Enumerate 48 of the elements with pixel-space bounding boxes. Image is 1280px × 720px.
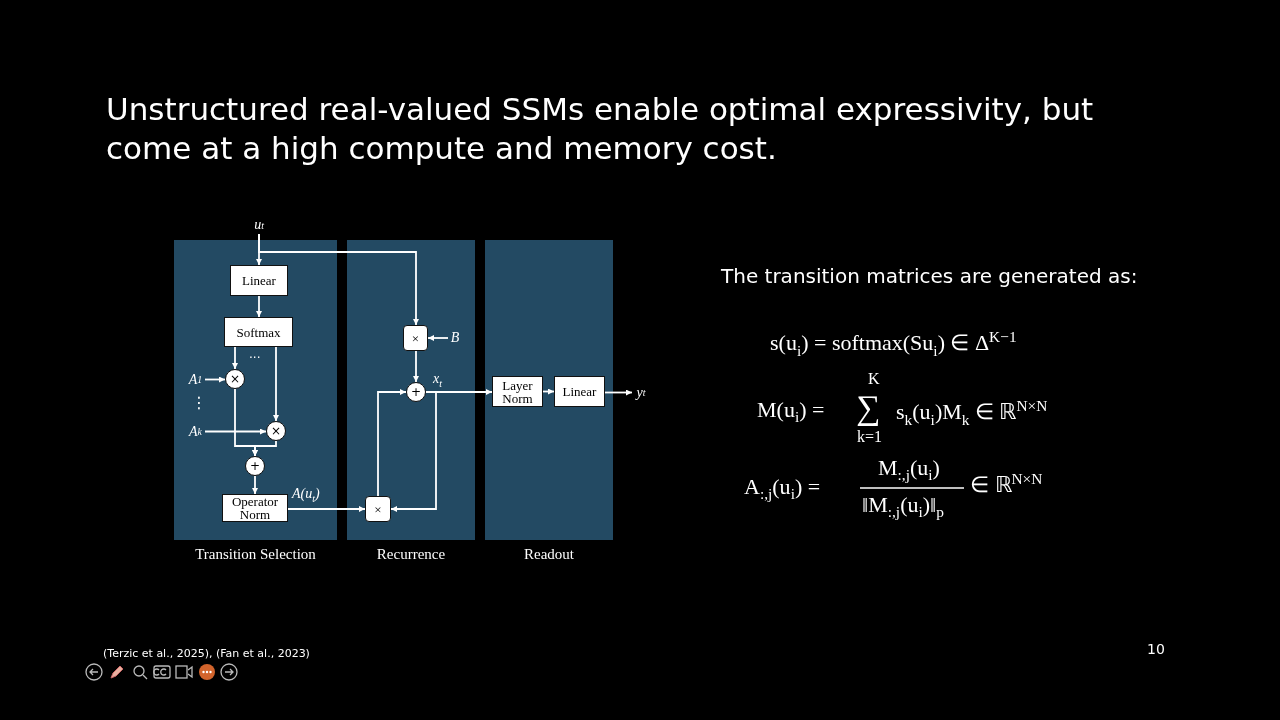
equation: ∈ ℝ$^{N×N}$ bbox=[970, 470, 1043, 498]
operator-circle: × bbox=[266, 421, 286, 441]
edge-label: A(u$_{t}$) bbox=[292, 486, 320, 504]
equation: M(u$_{i}$) = bbox=[757, 397, 825, 427]
intro-text: The transition matrices are generated as: bbox=[721, 265, 1138, 288]
equation: A$_{:,j}$(u$_{i}$) = bbox=[744, 474, 821, 504]
slide-title: Unstructured real-valued SSMs enable optimal expressivity, but come at a high compute and memory cost. bbox=[106, 90, 1095, 168]
arrow bbox=[390, 391, 437, 512]
operator-circle: + bbox=[406, 382, 426, 402]
page-number: 10 bbox=[1147, 641, 1165, 658]
variable-label: B bbox=[448, 331, 462, 345]
operator-circle: + bbox=[245, 456, 265, 476]
panel-heading: Transition Selection bbox=[194, 546, 317, 563]
sum-limit: k=1 bbox=[857, 428, 883, 447]
arrow bbox=[252, 475, 258, 495]
edge-label: x$_{t}$ bbox=[433, 371, 442, 389]
process-box: Softmax bbox=[224, 317, 293, 347]
multiply-box: × bbox=[403, 325, 428, 351]
arrow bbox=[427, 335, 449, 341]
arrow bbox=[273, 346, 279, 422]
arrow bbox=[256, 295, 262, 318]
arrow bbox=[204, 376, 226, 383]
panel-heading: Recurrence bbox=[375, 546, 447, 563]
process-box: Layer Norm bbox=[492, 376, 543, 407]
process-box: Operator Norm bbox=[222, 494, 288, 522]
arrow bbox=[413, 350, 419, 383]
arrow bbox=[604, 389, 633, 396]
operator-circle: × bbox=[225, 369, 245, 389]
arrow bbox=[204, 428, 267, 435]
vertical-ellipsis: ⋮ bbox=[191, 394, 207, 413]
arrow bbox=[232, 346, 238, 370]
sum-symbol: ∑ bbox=[856, 388, 881, 428]
fraction-numerator: M$_{:,j}$(u$_{i}$) bbox=[878, 455, 940, 485]
fraction-denominator: ‖M$_{:,j}$(u$_{i}$)‖$_{p}$ bbox=[862, 492, 944, 522]
arrow bbox=[258, 233, 419, 326]
equation: s(u$_{i}$) = softmax(Su$_{i}$) ∈ Δ$^{K−1}$ bbox=[770, 328, 1017, 360]
arrow bbox=[377, 389, 407, 497]
panel-heading: Readout bbox=[523, 546, 575, 563]
ellipsis: ··· bbox=[249, 352, 261, 366]
arrow bbox=[542, 388, 555, 395]
citation: (Terzic et al., 2025), (Fan et al., 2023) bbox=[103, 648, 310, 661]
process-box: Linear bbox=[554, 376, 605, 407]
arrow bbox=[287, 506, 366, 512]
process-box: Linear bbox=[230, 265, 288, 296]
sum-limit: K bbox=[868, 370, 880, 389]
arrow bbox=[252, 440, 277, 457]
multiply-box: × bbox=[365, 496, 391, 522]
equation: s$_{k}$(u$_{i}$)M$_{k}$ ∈ ℝ$^{N×N}$ bbox=[896, 397, 1048, 429]
